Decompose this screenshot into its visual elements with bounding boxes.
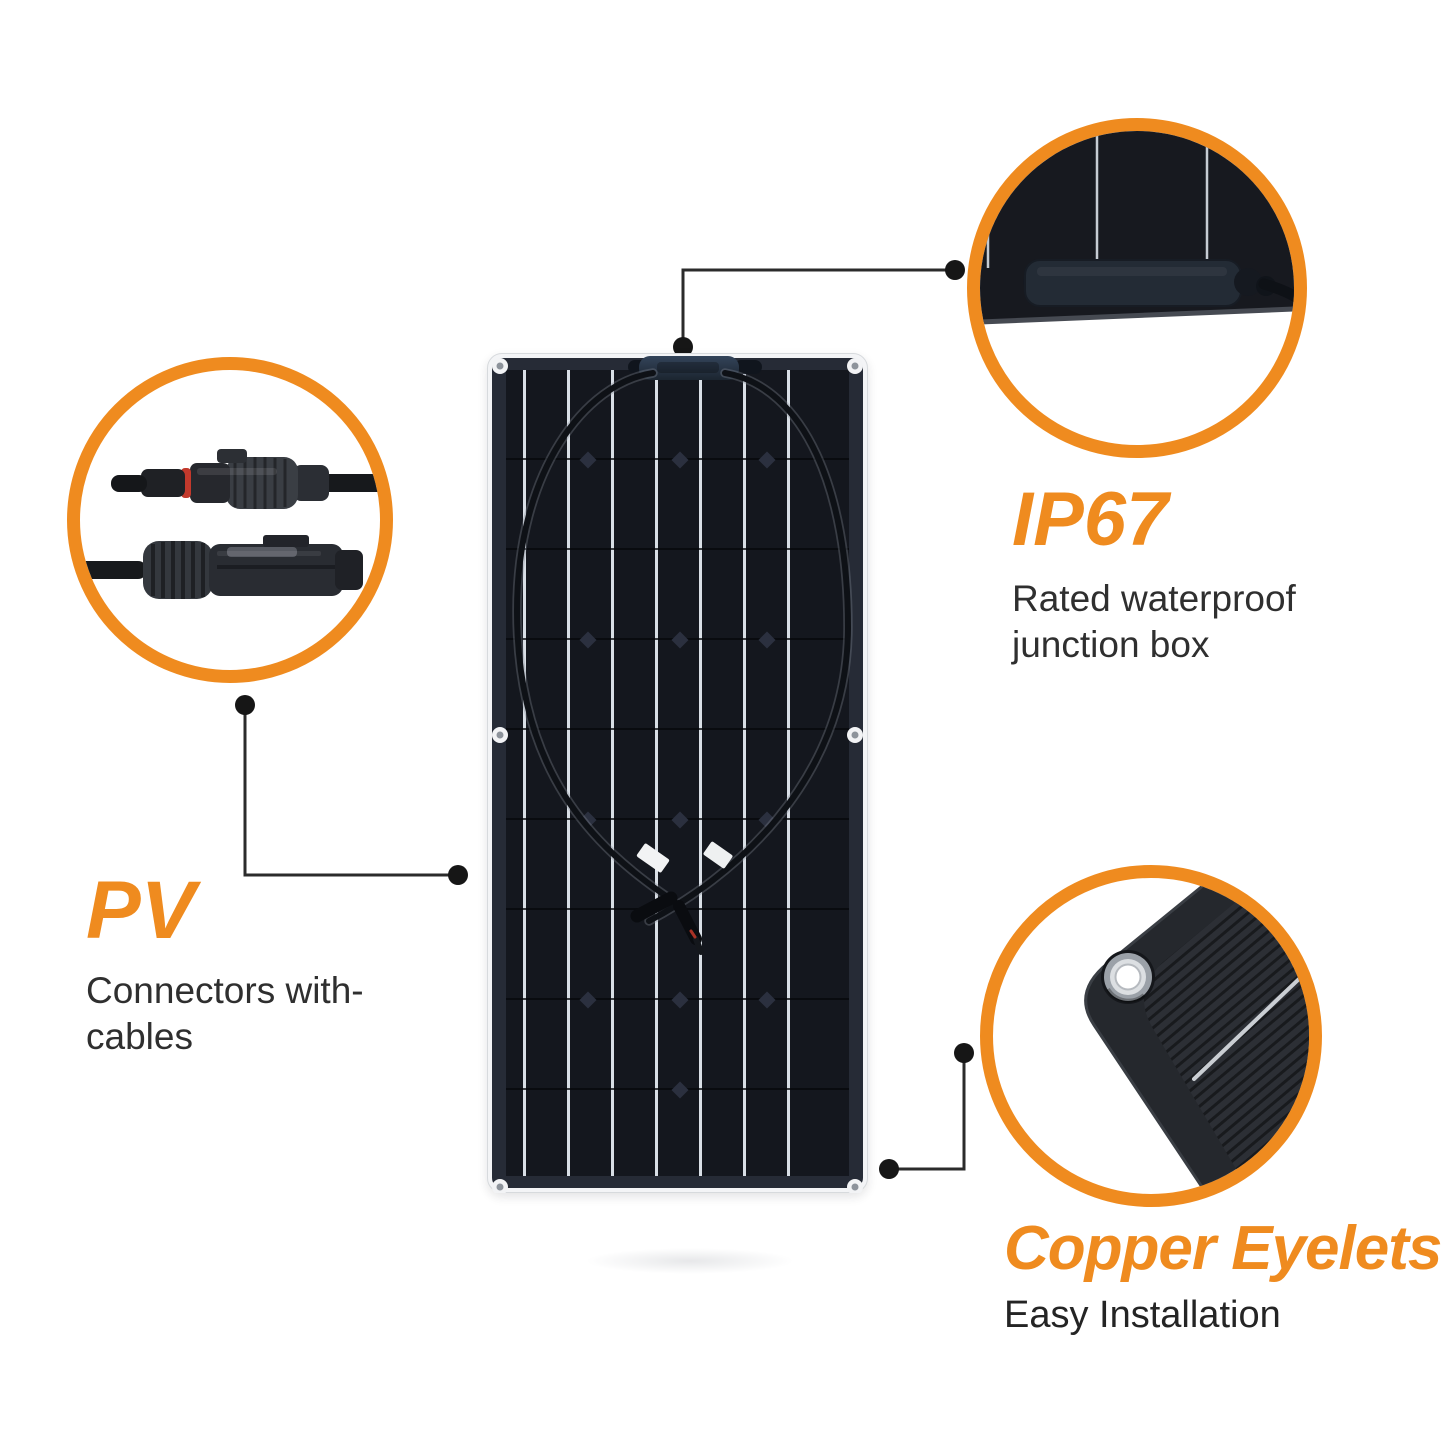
ip67-desc-line1: Rated waterproof [1012,578,1296,619]
mc4-connector-end-left [630,891,678,923]
copper-callout-text: Copper Eyelets Easy Installation [1004,1218,1444,1339]
ip67-desc-line2: junction box [1012,623,1210,665]
ip67-callout-text: IP67 Rated waterproof junction box [1012,482,1412,667]
pv-callout-line [243,705,458,877]
pv-title: PV [86,865,196,956]
panel-details [492,356,863,1193]
ip67-panel-dot [673,337,693,357]
ip67-title: IP67 [1012,477,1169,562]
copper-eyelet-photo-circle [980,865,1322,1207]
pv-panel-dot [448,865,468,885]
mc4-connector-pair-photo [80,449,380,599]
panel-laminate [492,358,863,1188]
cell-diamond-marks [579,451,776,1099]
junction-box-closeup-photo [980,131,1294,325]
junction-box [628,356,762,380]
connector-red-ring [689,929,697,939]
copper-callout-line [889,1053,966,1171]
copper-title: Copper Eyelets [1004,1214,1442,1283]
pv-callout-dot [235,695,255,715]
pv-desc-line2: cables [86,1015,193,1057]
ip67-callout-line [681,268,955,347]
copper-panel-dot [879,1159,899,1179]
pv-cables [512,368,853,955]
pv-callout-text: PV Connectors with- cables [86,870,486,1059]
copper-eyelet [1101,950,1155,1004]
panel-shadow [585,1248,795,1274]
panel-cell-grid [506,370,849,1176]
panel-eyelets [492,358,863,1193]
busbar-line [1192,966,1309,1081]
copper-desc-line1: Easy Installation [1004,1294,1281,1336]
panel-corner-eyelet-photo [1084,878,1309,1194]
junction-box-photo-circle [967,118,1307,458]
cable-labels [636,841,733,873]
pv-connectors-photo-circle [67,357,393,683]
solar-panel-photo [487,353,868,1193]
ip67-callout-dot [945,260,965,280]
pv-desc-line1: Connectors with- [86,970,364,1011]
mc4-connector-bottom [80,535,363,599]
copper-callout-dot [954,1043,974,1063]
mc4-connector-top [111,449,380,509]
